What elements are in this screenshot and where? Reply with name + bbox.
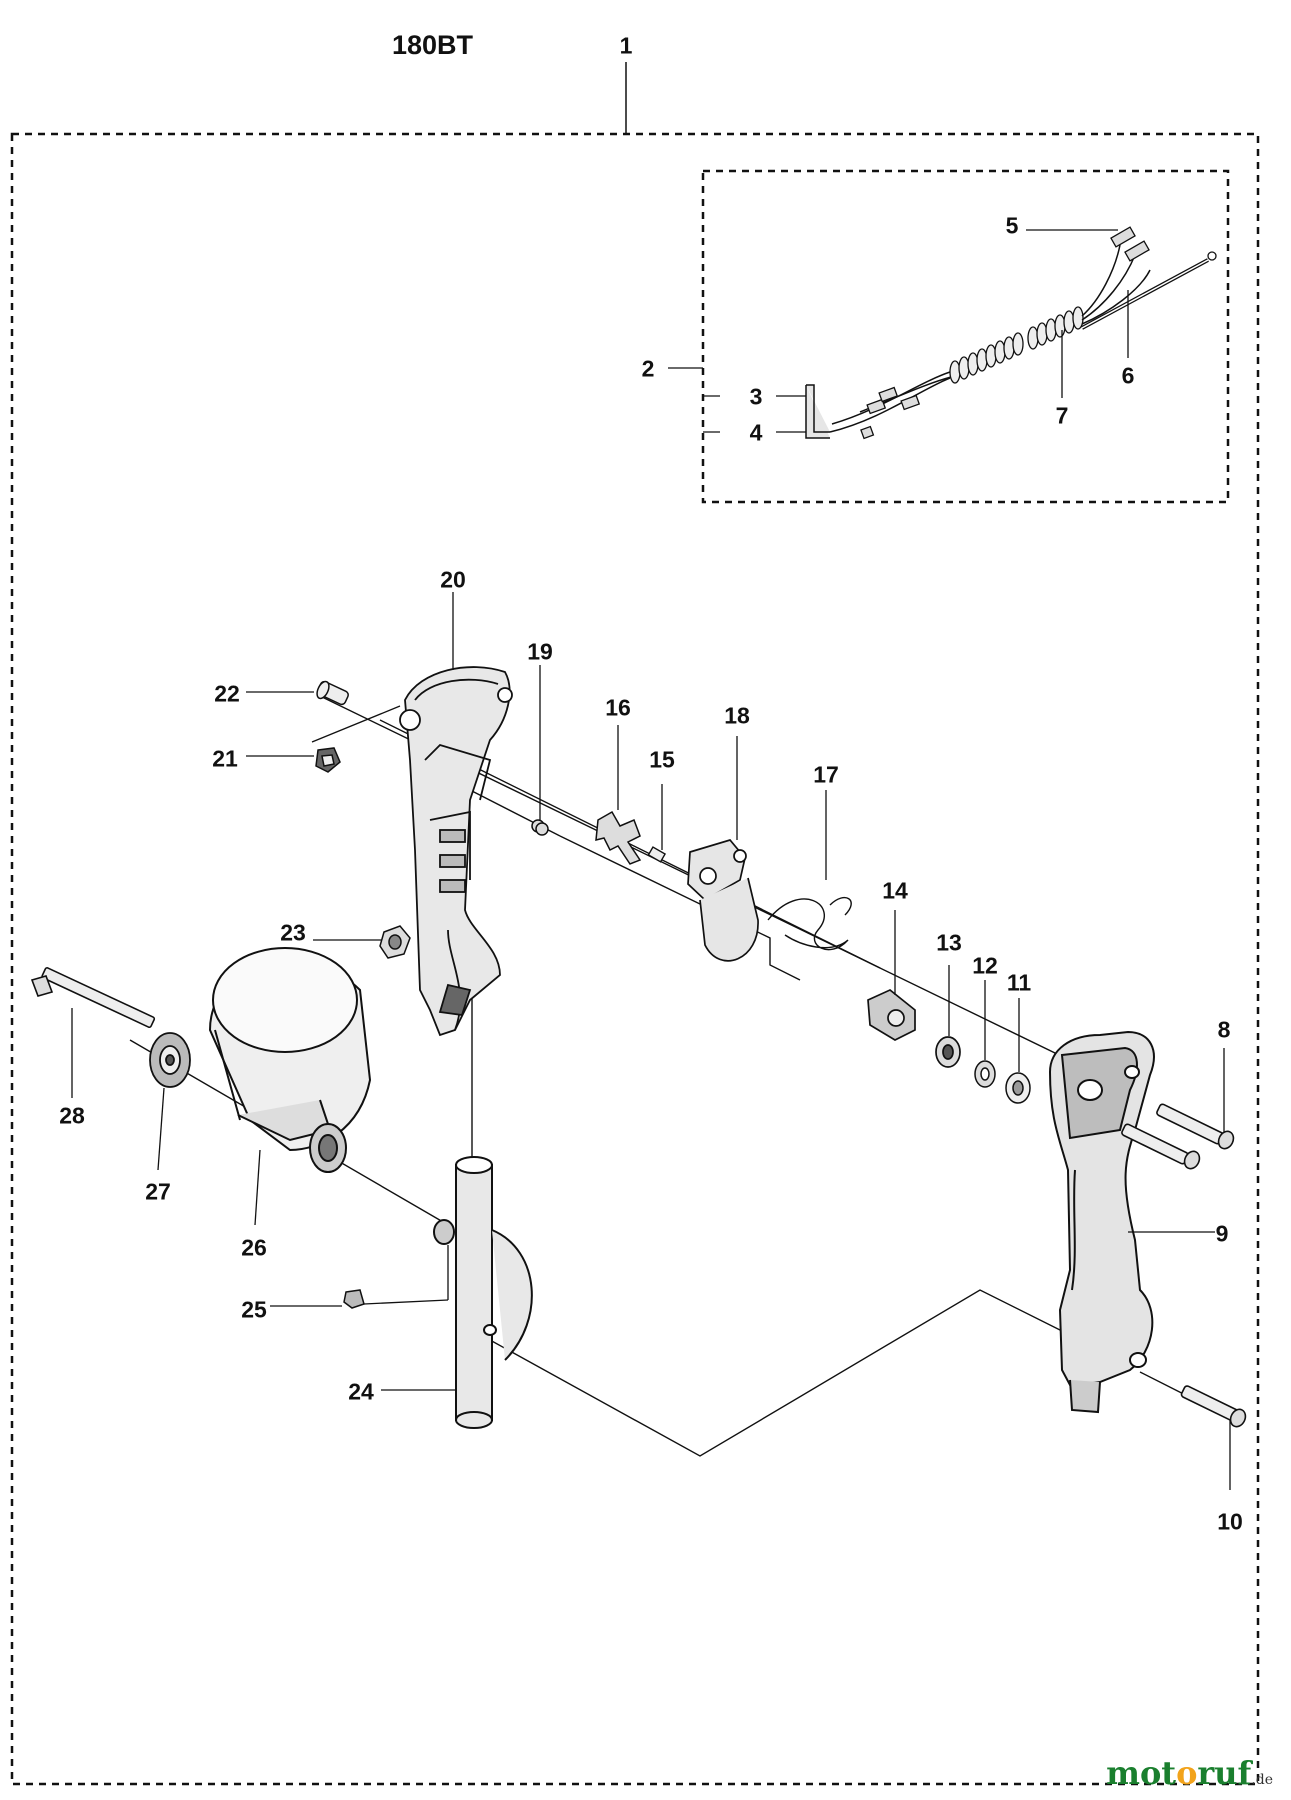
callout-27: 27 xyxy=(145,1178,171,1205)
harness-kit-frame xyxy=(701,169,1230,504)
callout-10: 10 xyxy=(1217,1508,1243,1535)
callout-9: 9 xyxy=(1215,1220,1229,1247)
callout-11: 11 xyxy=(1006,969,1032,996)
callout-20: 20 xyxy=(440,566,466,593)
callout-1: 1 xyxy=(619,32,633,59)
callout-24: 24 xyxy=(348,1378,374,1405)
callout-16: 16 xyxy=(605,694,631,721)
callout-26: 26 xyxy=(241,1234,267,1261)
callout-4: 4 xyxy=(749,419,763,446)
watermark-text-a: mot xyxy=(1106,1754,1177,1792)
callout-17: 17 xyxy=(813,761,839,788)
callout-2: 2 xyxy=(641,355,655,382)
callout-7: 7 xyxy=(1055,402,1069,429)
callout-5: 5 xyxy=(1005,212,1019,239)
outer-assembly-frame xyxy=(10,132,1260,1786)
callout-3: 3 xyxy=(749,383,763,410)
callout-18: 18 xyxy=(724,702,750,729)
model-title: 180BT xyxy=(392,30,474,60)
callout-13: 13 xyxy=(936,929,962,956)
watermark-suffix: .de xyxy=(1251,1772,1273,1788)
callout-23: 23 xyxy=(280,919,306,946)
callout-25: 25 xyxy=(241,1296,267,1323)
clamp-ring-part xyxy=(208,947,372,1173)
wire-harness xyxy=(805,226,1217,440)
watermark-text-o: o xyxy=(1176,1754,1198,1792)
callout-12: 12 xyxy=(972,952,998,979)
callout-6: 6 xyxy=(1121,362,1135,389)
callout-28: 28 xyxy=(59,1102,85,1129)
callout-21: 21 xyxy=(212,745,238,772)
rear-handle-part xyxy=(1048,1030,1155,1414)
watermark-text-b: ruf xyxy=(1197,1754,1252,1792)
handle-housing-part xyxy=(399,666,513,1037)
callout-19: 19 xyxy=(527,638,553,665)
tube-part xyxy=(433,1156,533,1429)
callout-15: 15 xyxy=(649,746,675,773)
callout-8: 8 xyxy=(1217,1016,1231,1043)
callout-22: 22 xyxy=(214,680,240,707)
callout-14: 14 xyxy=(882,877,908,904)
watermark-logo: motoruf.de xyxy=(1106,1754,1273,1792)
